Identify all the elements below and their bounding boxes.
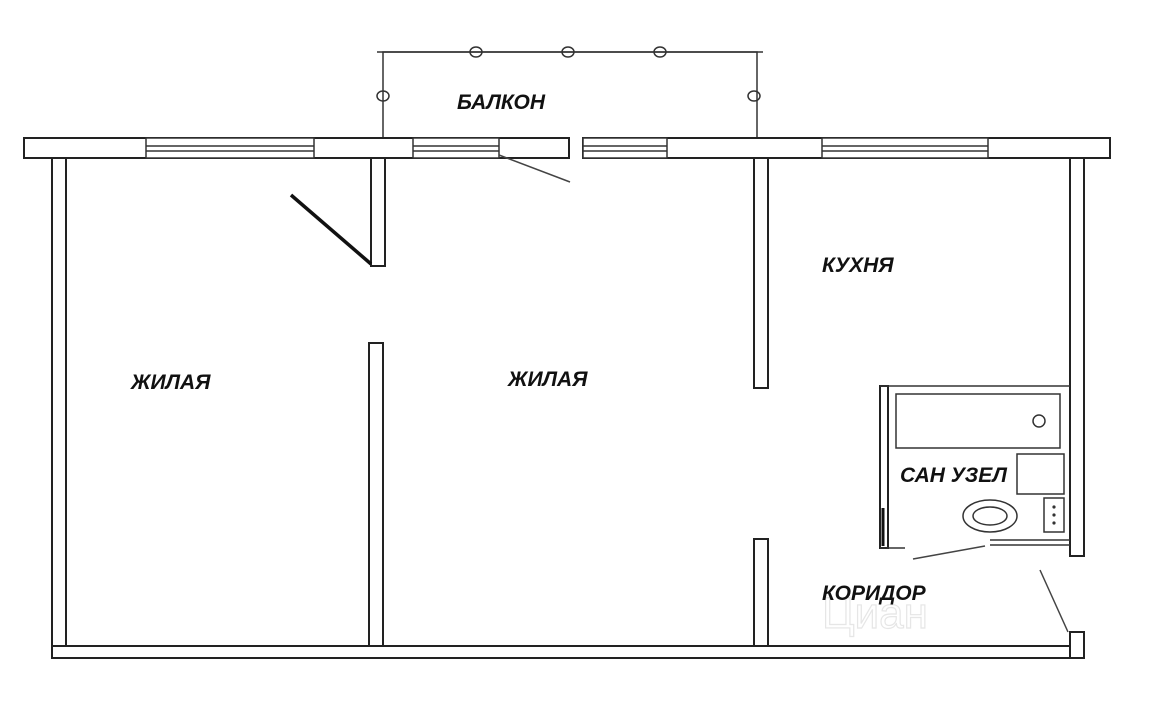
label-balcony: БАЛКОН bbox=[457, 91, 546, 114]
balcony-railing bbox=[376, 46, 763, 138]
watermark-text: Циан bbox=[822, 589, 928, 638]
door-bathroom bbox=[912, 545, 986, 560]
partition-left-upper bbox=[370, 157, 386, 267]
exterior-wall-bottom bbox=[51, 631, 1085, 659]
label-corridor: КОРИДОР bbox=[822, 582, 927, 605]
exterior-wall-left bbox=[51, 157, 67, 659]
partition-kitchen-lower bbox=[753, 538, 769, 647]
toilet-icon bbox=[962, 497, 1065, 533]
sink-icon bbox=[1016, 453, 1065, 495]
window-kitchen bbox=[821, 137, 989, 159]
door-entrance bbox=[1039, 569, 1069, 633]
window-center-room bbox=[412, 137, 500, 159]
window-left-room bbox=[145, 137, 315, 159]
door-balcony bbox=[498, 154, 571, 183]
label-living-center: ЖИЛАЯ bbox=[507, 368, 588, 391]
door-left-room bbox=[289, 193, 373, 266]
label-living-left: ЖИЛАЯ bbox=[130, 371, 211, 394]
bathroom-walls bbox=[879, 385, 1070, 549]
partition-left-lower bbox=[368, 342, 384, 647]
exterior-wall-right bbox=[1069, 157, 1085, 557]
partition-kitchen-upper bbox=[753, 157, 769, 389]
window-balcony-door bbox=[582, 137, 668, 159]
label-bathroom: САН УЗЕЛ bbox=[900, 464, 1008, 487]
label-kitchen: КУХНЯ bbox=[822, 254, 894, 277]
bathtub-icon bbox=[895, 393, 1061, 449]
